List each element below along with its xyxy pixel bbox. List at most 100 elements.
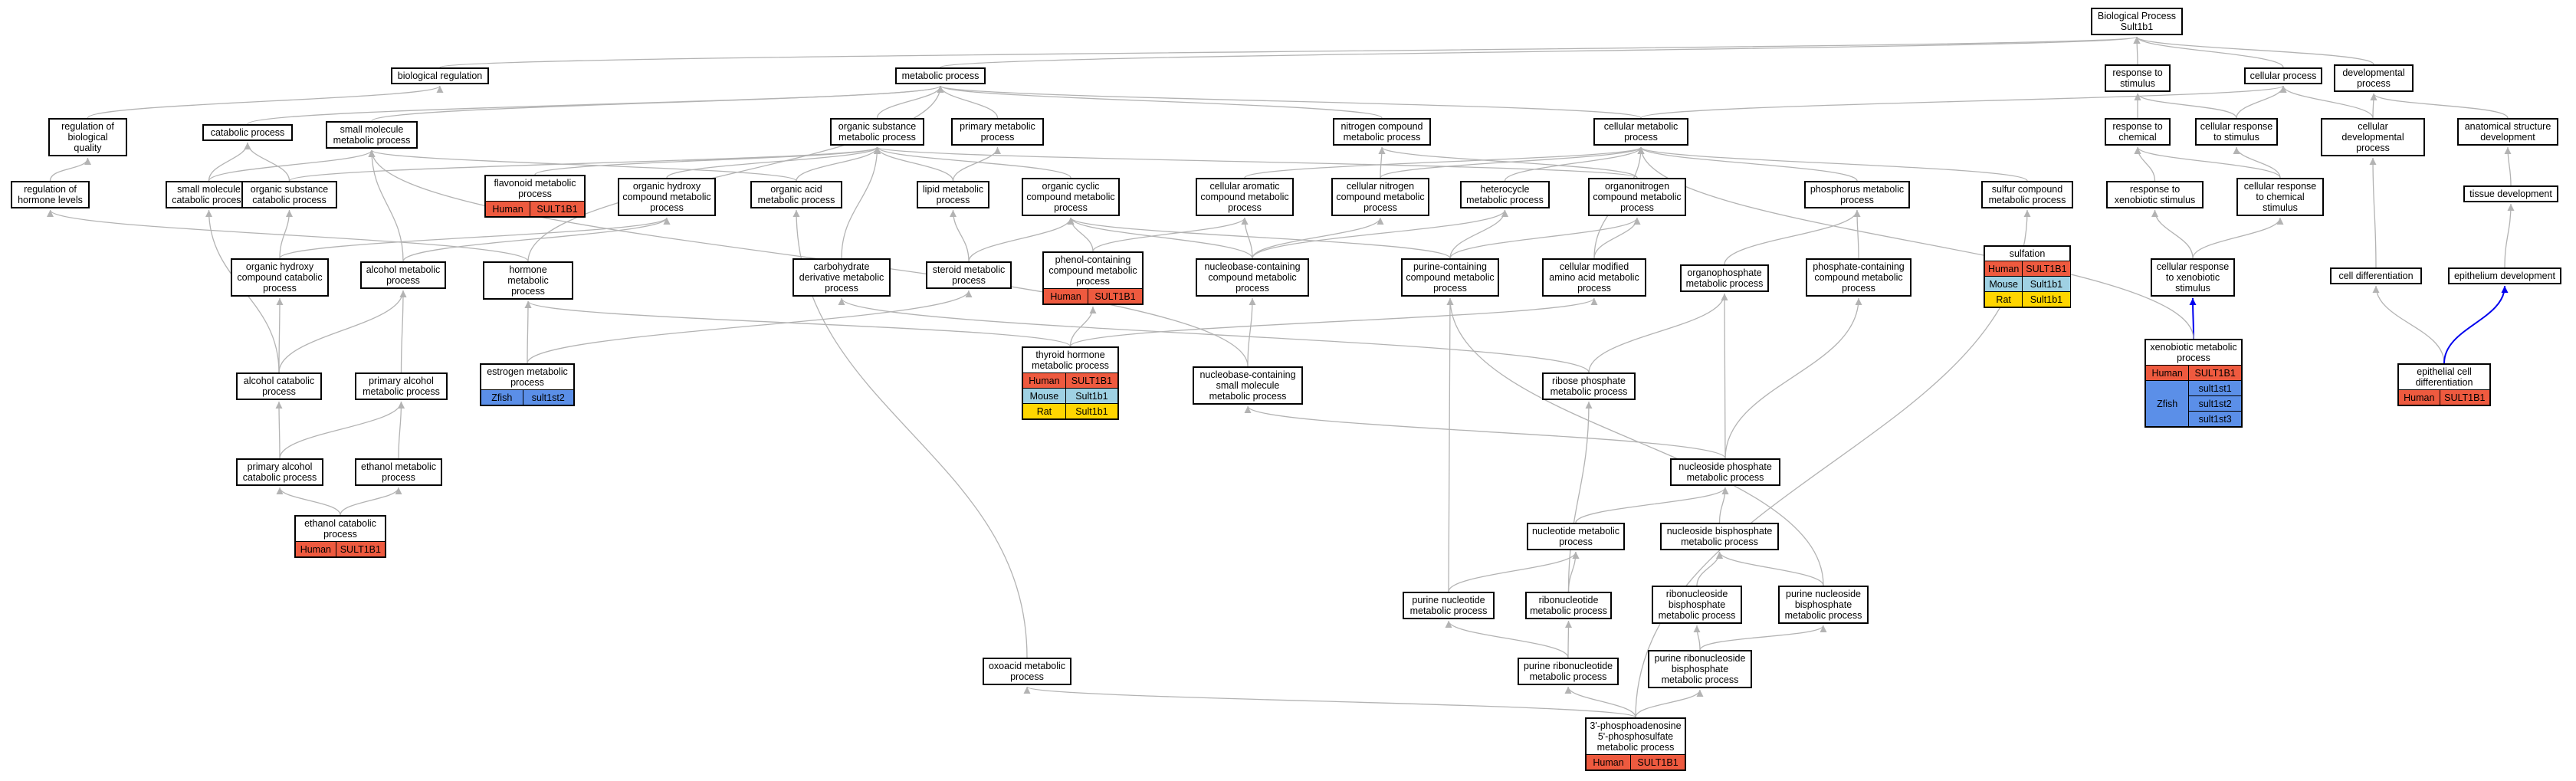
go-term-sulfur-compound-metabolic-process[interactable]: sulfur compound metabolic process [1981,181,2073,208]
go-term-label: Biological Process Sult1b1 [2097,11,2177,32]
go-term-label: carbohydrate derivative metabolic proces… [799,261,884,294]
gene-label[interactable]: Sult1b1 [2022,276,2070,292]
go-term-cellular-aromatic-compound-metabolic-process[interactable]: cellular aromatic compound metabolic pro… [1196,178,1294,216]
go-term-primary-alcohol-catabolic-process[interactable]: primary alcohol catabolic process [236,458,323,486]
go-term-epithelium-development[interactable]: epithelium development [2448,267,2561,284]
go-term-ethanol-metabolic-process[interactable]: ethanol metabolic process [355,458,442,486]
go-term-small-molecule-metabolic-process[interactable]: small molecule metabolic process [326,121,418,149]
gene-label[interactable]: SULT1B1 [2440,389,2489,405]
go-term-nucleoside-bisphosphate-metabolic-process[interactable]: nucleoside bisphosphate metabolic proces… [1660,523,1779,550]
go-term-biological-regulation[interactable]: biological regulation [391,67,489,84]
go-term-anatomical-structure-development[interactable]: anatomical structure development [2457,118,2558,146]
go-term-organophosphate-metabolic-process[interactable]: organophosphate metabolic process [1680,264,1769,292]
go-term-carbohydrate-derivative-metabolic-process[interactable]: carbohydrate derivative metabolic proces… [792,258,891,297]
go-term-phenol-containing-compound-metabolic-process[interactable]: phenol-containing compound metabolic pro… [1042,251,1144,305]
gene-label[interactable]: SULT1B1 [2022,261,2070,277]
go-term-primary-alcohol-metabolic-process[interactable]: primary alcohol metabolic process [355,372,448,400]
go-term-label: cell differentiation [2338,271,2414,281]
go-term-label: tissue development [2469,189,2552,199]
go-term-nucleoside-phosphate-metabolic-process[interactable]: nucleoside phosphate metabolic process [1670,458,1780,486]
go-term-oxoacid-metabolic-process[interactable]: oxoacid metabolic process [983,658,1071,685]
go-term-phosphate-containing-compound-metabolic-process[interactable]: phosphate-containing compound metabolic … [1806,258,1911,297]
go-term-label: organic substance catabolic process [250,184,329,205]
go-term-metabolic-process[interactable]: metabolic process [895,67,986,84]
go-term-purine-nucleoside-bisphosphate-metabolic-process[interactable]: purine nucleoside bisphosphate metabolic… [1778,586,1869,624]
go-term-cellular-response-to-stimulus[interactable]: cellular response to stimulus [2195,118,2278,146]
gene-label[interactable]: SULT1B1 [1088,288,1142,304]
go-term-organonitrogen-compound-metabolic-process[interactable]: organonitrogen compound metabolic proces… [1588,178,1686,216]
go-term-cellular-metabolic-process[interactable]: cellular metabolic process [1593,118,1688,146]
go-term-paps-metabolic-process[interactable]: 3'-phosphoadenosine 5'-phosphosulfate me… [1585,717,1686,771]
go-term-label: organic hydroxy compound metabolic proce… [622,181,711,213]
go-term-organic-substance-catabolic-process[interactable]: organic substance catabolic process [241,181,337,208]
go-term-phosphorus-metabolic-process[interactable]: phosphorus metabolic process [1804,181,1910,208]
gene-label[interactable]: sult1st2 [2188,395,2241,412]
gene-label[interactable]: sult1st1 [2188,380,2241,396]
go-term-bp[interactable]: Biological Process Sult1b1 [2091,8,2183,35]
go-term-ribonucleotide-metabolic-process[interactable]: ribonucleotide metabolic process [1525,592,1612,619]
go-term-cellular-modified-amino-acid-metabolic-process[interactable]: cellular modified amino acid metabolic p… [1542,258,1646,297]
go-term-cellular-process[interactable]: cellular process [2244,67,2322,84]
gene-label[interactable]: SULT1B1 [1065,372,1117,389]
go-term-cellular-response-to-xenobiotic-stimulus[interactable]: cellular response to xenobiotic stimulus [2151,258,2235,297]
gene-label[interactable]: SULT1B1 [530,201,584,216]
go-term-purine-nucleotide-metabolic-process[interactable]: purine nucleotide metabolic process [1403,592,1495,619]
go-term-alcohol-metabolic-process[interactable]: alcohol metabolic process [360,261,446,289]
go-term-organic-hydroxy-compound-metabolic-process[interactable]: organic hydroxy compound metabolic proce… [618,178,716,216]
go-term-primary-metabolic-process[interactable]: primary metabolic process [951,118,1044,146]
go-term-catabolic-process[interactable]: catabolic process [202,124,293,141]
go-term-purine-containing-compound-metabolic-process[interactable]: purine-containing compound metabolic pro… [1401,258,1499,297]
go-term-nitrogen-compound-metabolic-process[interactable]: nitrogen compound metabolic process [1333,118,1431,146]
go-term-alcohol-catabolic-process[interactable]: alcohol catabolic process [236,372,322,400]
gene-label[interactable]: SULT1B1 [1630,754,1685,770]
go-term-developmental-process[interactable]: developmental process [2334,64,2414,92]
go-term-nucleobase-containing-compound-metabolic-process[interactable]: nucleobase-containing compound metabolic… [1196,258,1309,297]
go-term-organic-acid-metabolic-process[interactable]: organic acid metabolic process [750,181,842,208]
gene-label[interactable]: Sult1b1 [2022,291,2070,307]
go-term-small-molecule-catabolic-process[interactable]: small molecule catabolic process [166,181,252,208]
go-term-lipid-metabolic-process[interactable]: lipid metabolic process [917,181,989,208]
go-term-steroid-metabolic-process[interactable]: steroid metabolic process [926,261,1012,289]
go-term-heterocycle-metabolic-process[interactable]: heterocycle metabolic process [1460,181,1550,208]
go-term-organic-hydroxy-compound-catabolic-process[interactable]: organic hydroxy compound catabolic proce… [231,258,329,297]
go-term-organic-cyclic-compound-metabolic-process[interactable]: organic cyclic compound metabolic proces… [1022,178,1120,216]
go-term-response-to-xenobiotic-stimulus[interactable]: response to xenobiotic stimulus [2106,181,2204,208]
go-term-hormone-metabolic-process[interactable]: hormone metabolic process [483,261,573,300]
gene-label[interactable]: SULT1B1 [2188,365,2241,381]
gene-label[interactable]: sult1st2 [523,389,573,405]
go-term-ribose-phosphate-metabolic-process[interactable]: ribose phosphate metabolic process [1542,372,1636,400]
go-term-tissue-development[interactable]: tissue development [2463,185,2558,202]
go-term-label: small molecule metabolic process [333,124,411,146]
go-term-response-to-stimulus[interactable]: response to stimulus [2105,64,2171,92]
is-a-edge [2192,217,2284,259]
go-term-regulation-of-hormone-levels[interactable]: regulation of hormone levels [11,181,90,208]
go-term-nucleotide-metabolic-process[interactable]: nucleotide metabolic process [1527,523,1625,550]
go-term-purine-ribonucleoside-bisphosphate-metabolic-process[interactable]: purine ribonucleoside bisphosphate metab… [1648,650,1752,688]
is-a-edge [527,290,973,364]
gene-label[interactable]: Sult1b1 [1065,388,1117,404]
is-a-edge [279,217,671,259]
go-term-cellular-response-to-chemical-stimulus[interactable]: cellular response to chemical stimulus [2236,178,2324,216]
go-term-cell-differentiation[interactable]: cell differentiation [2330,267,2422,284]
is-a-edge [1446,297,1454,592]
go-term-cellular-nitrogen-compound-metabolic-process[interactable]: cellular nitrogen compound metabolic pro… [1331,178,1429,216]
go-term-purine-ribonucleotide-metabolic-process[interactable]: purine ribonucleotide metabolic process [1518,658,1619,685]
gene-label[interactable]: SULT1B1 [336,541,385,556]
gene-label[interactable]: Sult1b1 [1065,403,1117,418]
go-term-organic-substance-metabolic-process[interactable]: organic substance metabolic process [830,118,924,146]
gene-label[interactable]: sult1st3 [2188,411,2241,426]
go-term-label: 3'-phosphoadenosine 5'-phosphosulfate me… [1590,720,1682,753]
go-term-ribonucleoside-bisphosphate-metabolic-process[interactable]: ribonucleoside bisphosphate metabolic pr… [1652,586,1742,624]
go-term-cellular-developmental-process[interactable]: cellular developmental process [2321,118,2425,156]
go-term-regulation-of-biological-quality[interactable]: regulation of biological quality [48,118,127,156]
go-term-nucleobase-containing-small-molecule-metabolic-process[interactable]: nucleobase-containing small molecule met… [1193,366,1303,405]
go-term-response-to-chemical[interactable]: response to chemical [2105,118,2171,146]
